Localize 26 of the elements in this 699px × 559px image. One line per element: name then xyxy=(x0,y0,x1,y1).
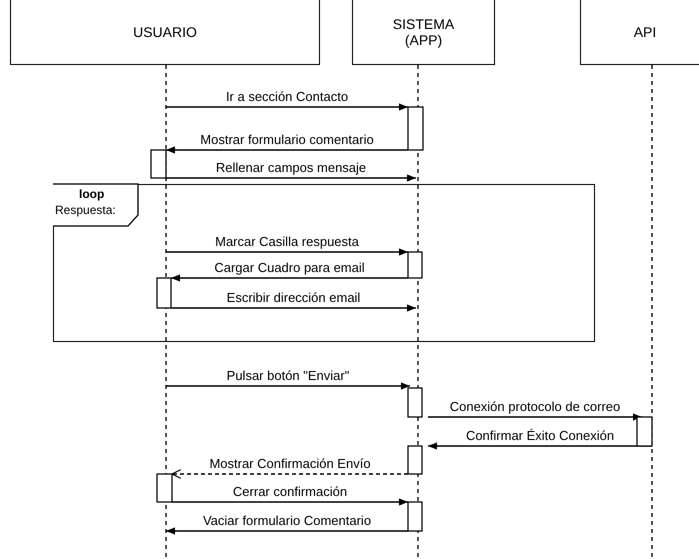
message-label: Rellenar campos mensaje xyxy=(214,160,368,175)
message-label: Cerrar confirmación xyxy=(230,484,350,499)
message-arrow xyxy=(171,304,416,312)
guard-condition: Respuesta: xyxy=(55,203,116,217)
message-label: Mostrar formulario comentario xyxy=(198,132,376,147)
message-label: Conexión protocolo de correo xyxy=(448,399,622,414)
participant-box: USUARIO xyxy=(10,0,320,65)
message-arrow xyxy=(172,498,408,506)
message-arrow xyxy=(428,413,642,421)
frame-operator: loop xyxy=(79,187,104,201)
message-arrow xyxy=(171,468,408,480)
message-label: Vaciar formulario Comentario xyxy=(200,513,374,528)
message-label: Escribir dirección email xyxy=(224,290,362,305)
message-label: Confirmar Éxito Conexión xyxy=(464,428,616,443)
message-arrow xyxy=(166,103,408,111)
message-label: Cargar Cuadro para email xyxy=(212,260,367,275)
message-arrow xyxy=(166,174,416,182)
message-arrow xyxy=(166,382,410,390)
participant-box: API xyxy=(580,0,699,65)
participant-box: SISTEMA (APP) xyxy=(352,0,495,65)
message-arrow xyxy=(166,146,408,154)
message-arrow xyxy=(171,274,408,282)
message-label: Pulsar botón "Enviar" xyxy=(224,368,352,383)
message-label: Marcar Casilla respuesta xyxy=(213,234,361,249)
message-arrow xyxy=(166,527,408,535)
message-arrow xyxy=(166,248,408,256)
